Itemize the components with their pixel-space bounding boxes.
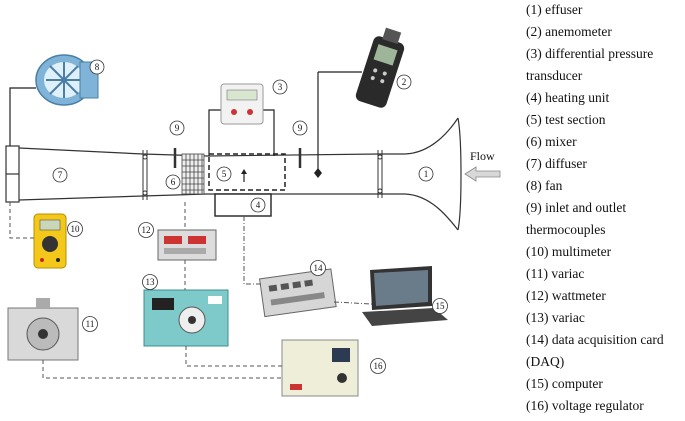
svg-text:4: 4 bbox=[256, 200, 261, 210]
legend-item-3: (3) differential pressure bbox=[526, 46, 654, 61]
svg-text:1: 1 bbox=[424, 169, 429, 179]
callout-7: 7 bbox=[52, 167, 68, 183]
pressure-transducer-image bbox=[220, 83, 264, 125]
callout-2: 2 bbox=[396, 74, 412, 90]
callout-3: 3 bbox=[272, 79, 288, 95]
anemometer-probe bbox=[314, 71, 362, 178]
svg-text:12: 12 bbox=[142, 225, 151, 235]
setup-schematic: Flow bbox=[5, 27, 501, 397]
legend-item-14: (14) data acquisition card bbox=[526, 332, 664, 347]
callouts: 1 2 3 4 5 6 7 8 9 9 10 11 12 13 14 15 16 bbox=[52, 59, 448, 374]
legend-item-13: (13) variac bbox=[526, 310, 585, 325]
svg-text:2: 2 bbox=[402, 77, 407, 87]
callout-15: 15 bbox=[432, 298, 448, 314]
callout-8: 8 bbox=[89, 59, 105, 75]
wiring bbox=[9, 202, 373, 379]
flow-label: Flow bbox=[470, 149, 495, 163]
legend-item-4: (4) heating unit bbox=[526, 90, 610, 105]
callout-6: 6 bbox=[165, 174, 181, 190]
legend-item-9-cont: thermocouples bbox=[526, 222, 606, 237]
voltage-regulator-image bbox=[281, 339, 359, 397]
pressure-leads bbox=[208, 109, 275, 156]
legend-item-8: (8) fan bbox=[526, 178, 563, 193]
legend-item-3-cont: transducer bbox=[526, 68, 583, 83]
wind-tunnel bbox=[5, 117, 462, 231]
flanges bbox=[142, 150, 383, 200]
tunnel-top-wall bbox=[18, 117, 459, 157]
svg-text:3: 3 bbox=[278, 82, 283, 92]
svg-text:8: 8 bbox=[95, 62, 100, 72]
anemometer-image bbox=[355, 27, 405, 108]
svg-text:9: 9 bbox=[298, 123, 303, 133]
legend-item-5: (5) test section bbox=[526, 112, 606, 127]
computer-image bbox=[362, 266, 448, 326]
callout-12: 12 bbox=[138, 222, 154, 238]
legend-item-9: (9) inlet and outlet bbox=[526, 200, 627, 215]
flow-arrow bbox=[464, 166, 501, 182]
callout-4: 4 bbox=[250, 197, 266, 213]
callout-9-outlet: 9 bbox=[292, 120, 308, 136]
legend-item-14-cont: (DAQ) bbox=[526, 354, 565, 369]
svg-text:9: 9 bbox=[175, 123, 180, 133]
legend-item-16: (16) voltage regulator bbox=[526, 398, 644, 413]
legend-item-11: (11) variac bbox=[526, 266, 585, 281]
wattmeter-image bbox=[157, 229, 217, 261]
callout-10: 10 bbox=[67, 221, 83, 237]
multimeter-image bbox=[33, 213, 67, 269]
legend-item-6: (6) mixer bbox=[526, 134, 577, 149]
fan-image bbox=[35, 54, 99, 106]
svg-text:14: 14 bbox=[314, 263, 324, 273]
variac-11-image bbox=[7, 298, 79, 361]
effuser-inlet bbox=[457, 117, 462, 231]
callout-11: 11 bbox=[82, 316, 98, 332]
callout-9-inlet: 9 bbox=[169, 120, 185, 136]
tunnel-bottom-wall bbox=[18, 193, 459, 231]
svg-text:5: 5 bbox=[222, 169, 227, 179]
variac-13-image bbox=[143, 289, 229, 347]
legend-item-1: (1) effuser bbox=[526, 2, 583, 17]
callout-13: 13 bbox=[142, 274, 158, 290]
svg-text:6: 6 bbox=[171, 177, 176, 187]
legend-item-10: (10) multimeter bbox=[526, 244, 612, 259]
callout-16: 16 bbox=[370, 358, 386, 374]
legend-item-2: (2) anemometer bbox=[526, 24, 612, 39]
svg-text:7: 7 bbox=[58, 170, 63, 180]
svg-text:16: 16 bbox=[374, 361, 384, 371]
svg-text:11: 11 bbox=[86, 319, 95, 329]
daq-card-image bbox=[258, 268, 337, 318]
thermocouples bbox=[173, 148, 302, 168]
legend-item-7: (7) diffuser bbox=[526, 156, 587, 171]
legend-item-12: (12) wattmeter bbox=[526, 288, 606, 303]
svg-text:10: 10 bbox=[71, 224, 81, 234]
svg-text:13: 13 bbox=[146, 277, 156, 287]
svg-text:15: 15 bbox=[436, 301, 446, 311]
fan-lead bbox=[9, 87, 36, 146]
mixer-grid bbox=[181, 153, 205, 195]
callout-14: 14 bbox=[310, 260, 326, 276]
legend-item-15: (15) computer bbox=[526, 376, 603, 391]
callout-5: 5 bbox=[216, 166, 232, 182]
callout-1: 1 bbox=[418, 166, 434, 182]
